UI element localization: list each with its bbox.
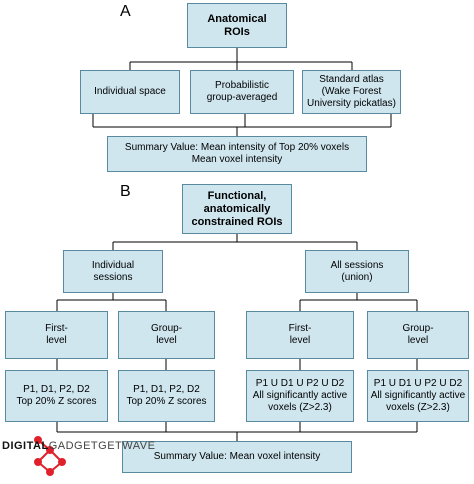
panel-a-label: A [120,3,131,20]
summary-b-node: Summary Value: Mean voxel intensity [122,441,352,473]
first-level-node-1: First- level [5,311,108,359]
watermark-logo-icon [34,436,66,476]
first-level-node-2: First- level [246,311,354,359]
probabilistic-node: Probabilistic group-averaged [190,70,294,114]
individual-space-node: Individual space [80,70,180,114]
leaf-node-4: P1 U D1 U P2 U D2 All significantly acti… [367,370,469,422]
leaf-node-1: P1, D1, P2, D2 Top 20% Z scores [5,370,108,422]
panel-b-label: B [120,183,131,200]
watermark-part-1: DIGITAL [2,440,49,452]
leaf-node-2: P1, D1, P2, D2 Top 20% Z scores [118,370,215,422]
standard-atlas-node: Standard atlas (Wake Forest University p… [302,70,401,114]
group-level-node-1: Group- level [118,311,215,359]
anatomical-rois-node: Anatomical ROIs [187,3,287,48]
individual-sessions-node: Individual sessions [63,250,163,293]
summary-a-node: Summary Value: Mean intensity of Top 20%… [107,136,367,172]
functional-rois-node: Functional, anatomically constrained ROI… [182,184,292,234]
leaf-node-3: P1 U D1 U P2 U D2 All significantly acti… [246,370,354,422]
all-sessions-node: All sessions (union) [305,250,409,293]
group-level-node-2: Group- level [367,311,469,359]
watermark-part-2: GADGETGETWAVE [48,440,156,452]
